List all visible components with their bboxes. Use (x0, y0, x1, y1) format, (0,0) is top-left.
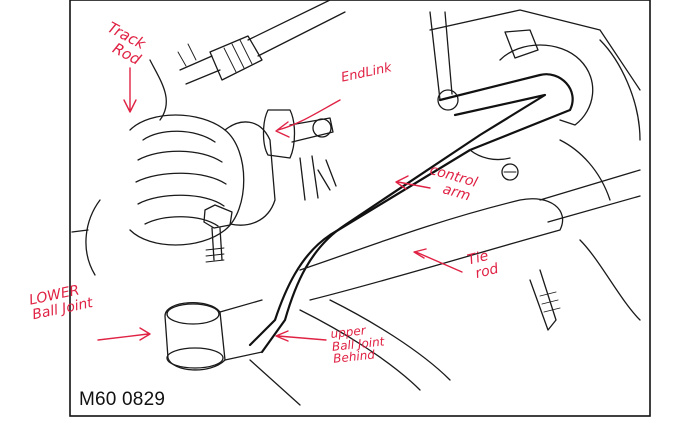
end-link (262, 109, 337, 201)
upper-mount (429, 9, 641, 201)
drive-shaft-boot (71, 114, 276, 276)
lower-ball-joint (164, 299, 263, 371)
control-arm (248, 73, 574, 354)
figure-code: M60 0829 (76, 389, 169, 411)
annotation-upper-ball-joint: upper Ball Joint Behind (329, 323, 385, 366)
annotation-arrows (97, 67, 463, 342)
track-rod (149, 0, 346, 121)
diagram-frame (69, 0, 651, 417)
upright-bolt (203, 204, 451, 406)
tie-rod (299, 169, 641, 331)
